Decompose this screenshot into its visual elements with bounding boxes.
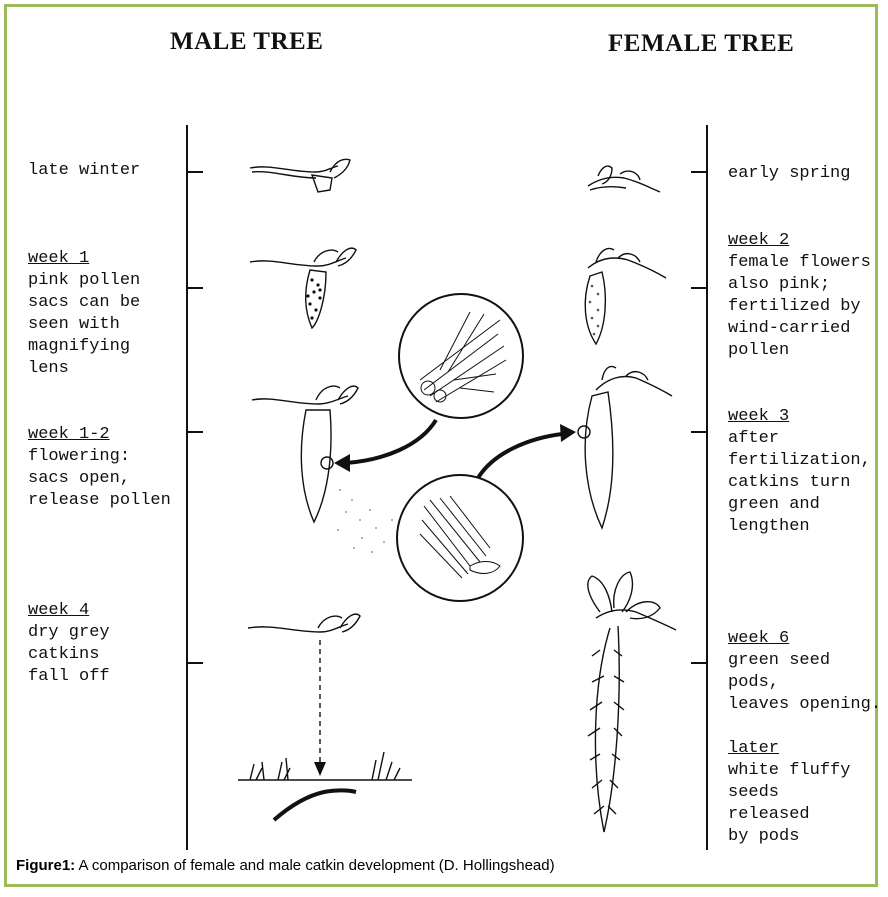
female-stage-early-spring: early spring [728,163,850,185]
arrow-to-male-head [334,454,350,472]
magnified-female-detail [420,496,500,578]
stage-title: week 4 [28,601,89,620]
female-catkin-week2 [585,249,666,345]
female-bud-spring [588,166,660,192]
stage-title: week 1 [28,249,89,268]
stage-title: week 1-2 [28,425,110,444]
arrow-to-female-head [560,424,576,442]
arrow-to-female-catkin [478,434,562,478]
male-stage-week1: week 1 pink pollen sacs can be seen with… [28,248,140,380]
falling-arrow-head [314,762,326,776]
caption-label: Figure1: [16,857,75,874]
male-stage-week4: week 4 dry grey catkins fall off [28,600,110,688]
male-catkin-flowering [252,386,358,522]
stage-title: later [728,739,779,758]
male-bud-winter [250,159,350,192]
caption-text: A comparison of female and male catkin d… [75,857,554,874]
female-stage-later: later white fluffy seeds released by pod… [728,738,850,848]
male-catkin-week1 [250,248,356,328]
male-pollen-cloud [337,489,393,553]
figure-caption: Figure1: A comparison of female and male… [16,857,555,874]
female-catkin-week3 [578,367,672,529]
male-timeline [187,125,203,850]
female-stage-week6: week 6 green seed pods, leaves opening. [728,628,881,716]
female-catkin-week6 [588,572,676,832]
male-twig-week4 [248,614,360,632]
female-stage-week3: week 3 after fertilization, catkins turn… [728,406,871,538]
magnified-pollen-circle [399,294,523,418]
arrow-to-male-catkin [346,420,436,463]
stage-title: week 2 [728,231,789,250]
stage-title: week 6 [728,629,789,648]
magnified-pollen-detail [420,312,506,402]
female-timeline [691,125,707,850]
female-stage-week2: week 2 female flowers also pink; fertili… [728,230,871,362]
male-stage-late-winter: late winter [28,160,140,182]
magnified-female-circle [397,475,523,601]
male-stage-week1-2: week 1-2 flowering: sacs open, release p… [28,424,171,512]
female-catkin-week2-dots [589,285,600,336]
stage-title: week 3 [728,407,789,426]
